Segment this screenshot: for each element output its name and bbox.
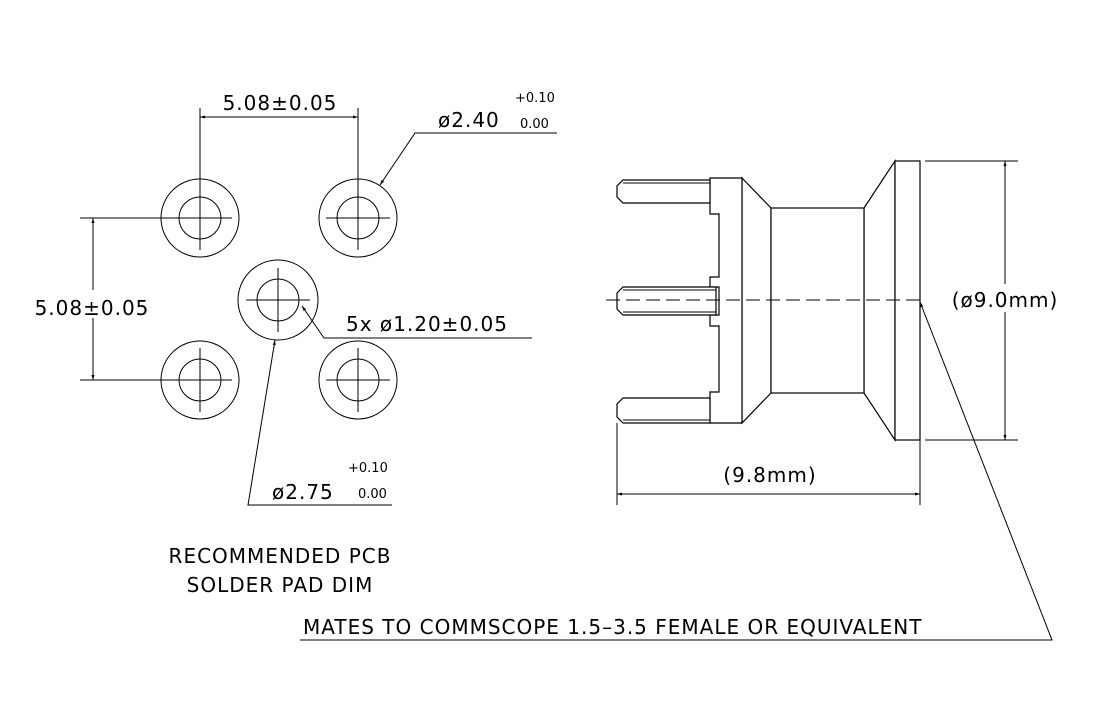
mating-note: MATES TO COMMSCOPE 1.5–3.5 FEMALE OR EQU… (300, 301, 1053, 641)
leader-pad-diameter: ø2.40 +0.10 0.00 (379, 91, 557, 186)
hole-diameter-label: 5x ø1.20±0.05 (346, 312, 508, 336)
dim-pitch-y-label: 5.08±0.05 (35, 296, 150, 320)
mating-note-label: MATES TO COMMSCOPE 1.5–3.5 FEMALE OR EQU… (303, 615, 922, 639)
leader-center-pad: ø2.75 +0.10 0.00 (247, 339, 392, 506)
pad-tol-plus: +0.10 (515, 91, 555, 106)
dim-pitch-x: 5.08±0.05 (199, 91, 359, 218)
pad-tol-minus: 0.00 (520, 117, 549, 132)
pad-bottom-right (318, 340, 398, 420)
pin-top (616, 179, 711, 204)
center-pad-tol-minus: 0.00 (358, 487, 387, 502)
pad-center (237, 259, 319, 341)
pad-diameter-label: ø2.40 (438, 108, 500, 132)
dim-diameter: (ø9.0mm) (925, 160, 1068, 441)
pin-center (616, 286, 717, 316)
dim-pitch-x-label: 5.08±0.05 (223, 91, 338, 115)
pin-bottom (616, 397, 711, 424)
length-label: (9.8mm) (723, 463, 816, 487)
diameter-label: (ø9.0mm) (952, 288, 1059, 312)
caption-line-1: RECOMMENDED PCB (169, 544, 392, 568)
dim-length: (9.8mm) (616, 423, 921, 505)
leader-hole-diameter: 5x ø1.20±0.05 (301, 305, 532, 339)
dim-pitch-y: 5.08±0.05 (28, 217, 200, 381)
caption-line-2: SOLDER PAD DIM (187, 573, 374, 597)
center-pad-label: ø2.75 (272, 480, 334, 504)
connector-side-view (606, 159, 925, 442)
center-pad-tol-plus: +0.10 (348, 461, 388, 476)
